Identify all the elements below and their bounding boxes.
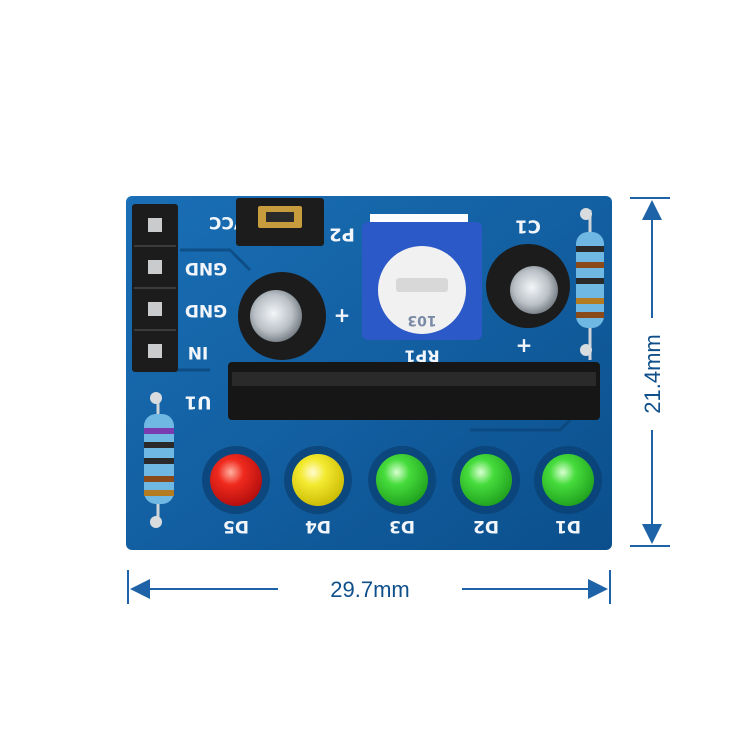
jumper-p2: P2 <box>236 198 355 246</box>
led-d4: D4 <box>284 446 352 536</box>
capacitor-c1-plus: + <box>516 333 533 357</box>
pin-label-in: IN <box>188 342 209 362</box>
capacitor-left-plus: + <box>334 303 351 327</box>
led-d3: D3 <box>368 446 436 536</box>
ic-label: U1 <box>184 392 211 413</box>
pin-header <box>132 204 178 372</box>
resistor-right <box>576 208 604 360</box>
pin-label-gnd-2: GND <box>185 300 227 320</box>
width-dimension: 29.7mm <box>127 570 611 604</box>
pin-label-gnd-1: GND <box>185 258 227 278</box>
jumper-label: P2 <box>329 224 355 245</box>
led-d2: D2 <box>452 446 520 536</box>
potentiometer-rp1: 103 RP1 <box>362 214 482 366</box>
led-d5: D5 <box>202 446 270 536</box>
led-d3-label: D3 <box>389 516 415 536</box>
led-d1: D1 <box>534 446 602 536</box>
led-d5-label: D5 <box>223 516 249 536</box>
ic-u1: U1 <box>184 362 600 420</box>
potentiometer-value: 103 <box>407 312 436 328</box>
potentiometer-label: RP1 <box>404 347 439 366</box>
resistor-left <box>144 392 174 528</box>
height-label: 21.4mm <box>640 334 665 413</box>
led-row: D5 D4 D3 D2 D1 <box>202 446 602 536</box>
pin-1 <box>148 218 162 232</box>
pin-2 <box>148 260 162 274</box>
pin-4 <box>148 344 162 358</box>
led-d1-label: D1 <box>555 516 581 536</box>
led-d2-label: D2 <box>473 516 499 536</box>
capacitor-c1-label: C1 <box>515 216 541 237</box>
led-d4-label: D4 <box>305 516 331 536</box>
capacitor-left: + <box>238 272 350 360</box>
capacitor-c1: C1 + <box>486 216 570 357</box>
height-dimension: 21.4mm <box>630 197 670 547</box>
width-label: 29.7mm <box>330 577 409 602</box>
pin-3 <box>148 302 162 316</box>
